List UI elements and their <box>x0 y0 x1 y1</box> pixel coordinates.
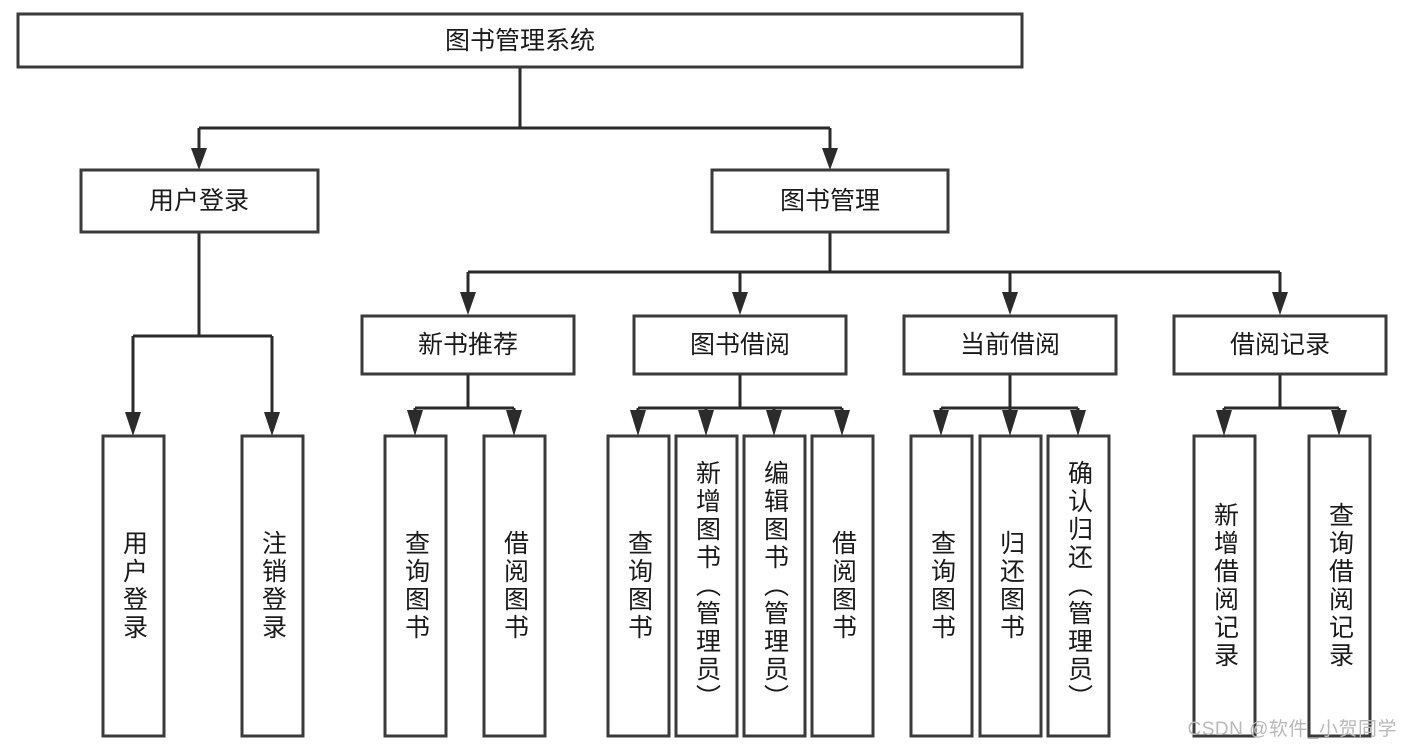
node-book-manage-label: 图书管理 <box>780 187 880 215</box>
leaf-box-query-book-3[interactable] <box>909 434 974 738</box>
leaf-box-add-record[interactable] <box>1192 434 1257 738</box>
connector-userlogin-to-leaves <box>125 232 280 436</box>
leaf-label-query-record: 查询借阅记录 <box>1325 502 1354 670</box>
node-borrow-record-label: 借阅记录 <box>1230 331 1330 359</box>
leaf-box-confirm-return[interactable] <box>1046 434 1111 738</box>
leaf-label-logout-login: 注销登录 <box>258 530 287 642</box>
leaf-label-query-book-2: 查询图书 <box>624 530 653 642</box>
leaf-label-confirm-return: 确认归还（管理员） <box>1064 460 1093 712</box>
leaf-box-add-book[interactable] <box>674 434 739 738</box>
leaf-box-logout-login[interactable] <box>240 434 305 738</box>
node-root-label: 图书管理系统 <box>445 27 595 55</box>
connector-bookmanage-to-level3 <box>460 232 1288 315</box>
leaf-label-user-login: 用户登录 <box>119 530 148 642</box>
node-borrow-record-box[interactable] <box>1172 314 1388 376</box>
leaf-label-return-book: 归还图书 <box>996 530 1025 642</box>
node-current-borrow-label: 当前借阅 <box>960 331 1060 359</box>
leaf-label-query-book-1: 查询图书 <box>401 530 430 642</box>
leaf-label-add-record: 新增借阅记录 <box>1210 502 1239 670</box>
leaf-label-borrow-book-2: 借阅图书 <box>828 530 857 642</box>
leaf-label-query-book-3: 查询图书 <box>927 530 956 642</box>
leaf-box-borrow-book-1[interactable] <box>482 434 547 738</box>
csdn-watermark: CSDN @软件_小贺同学 <box>1187 719 1397 740</box>
node-user-login-box[interactable] <box>79 168 320 234</box>
node-new-book-recommend-box[interactable] <box>360 314 576 376</box>
connector-bookborrow-to-leaves <box>630 374 850 436</box>
node-new-book-recommend-label: 新书推荐 <box>418 331 518 359</box>
node-book-borrow-label: 图书借阅 <box>690 331 790 359</box>
node-book-manage-box[interactable] <box>710 168 950 234</box>
leaf-box-query-book-1[interactable] <box>383 434 448 738</box>
connector-root-to-level2 <box>191 67 838 170</box>
node-current-borrow-box[interactable] <box>902 314 1118 376</box>
leaf-box-user-login[interactable] <box>101 434 166 738</box>
node-book-borrow-box[interactable] <box>632 314 848 376</box>
leaf-label-add-book: 新增图书（管理员） <box>692 460 721 712</box>
leaf-box-edit-book[interactable] <box>742 434 807 738</box>
connector-newbook-to-leaves <box>407 374 522 436</box>
node-user-login-label: 用户登录 <box>149 187 249 215</box>
leaf-label-borrow-book-1: 借阅图书 <box>500 530 529 642</box>
connector-currentborrow-to-leaves <box>933 374 1086 436</box>
leaf-box-return-book[interactable] <box>978 434 1043 738</box>
leaf-label-edit-book: 编辑图书（管理员） <box>760 460 789 712</box>
leaf-box-query-record[interactable] <box>1307 434 1372 738</box>
node-root-box[interactable] <box>16 12 1024 69</box>
leaf-box-borrow-book-2[interactable] <box>810 434 875 738</box>
connector-borrowrecord-to-leaves <box>1216 374 1347 436</box>
leaf-box-query-book-2[interactable] <box>606 434 671 738</box>
